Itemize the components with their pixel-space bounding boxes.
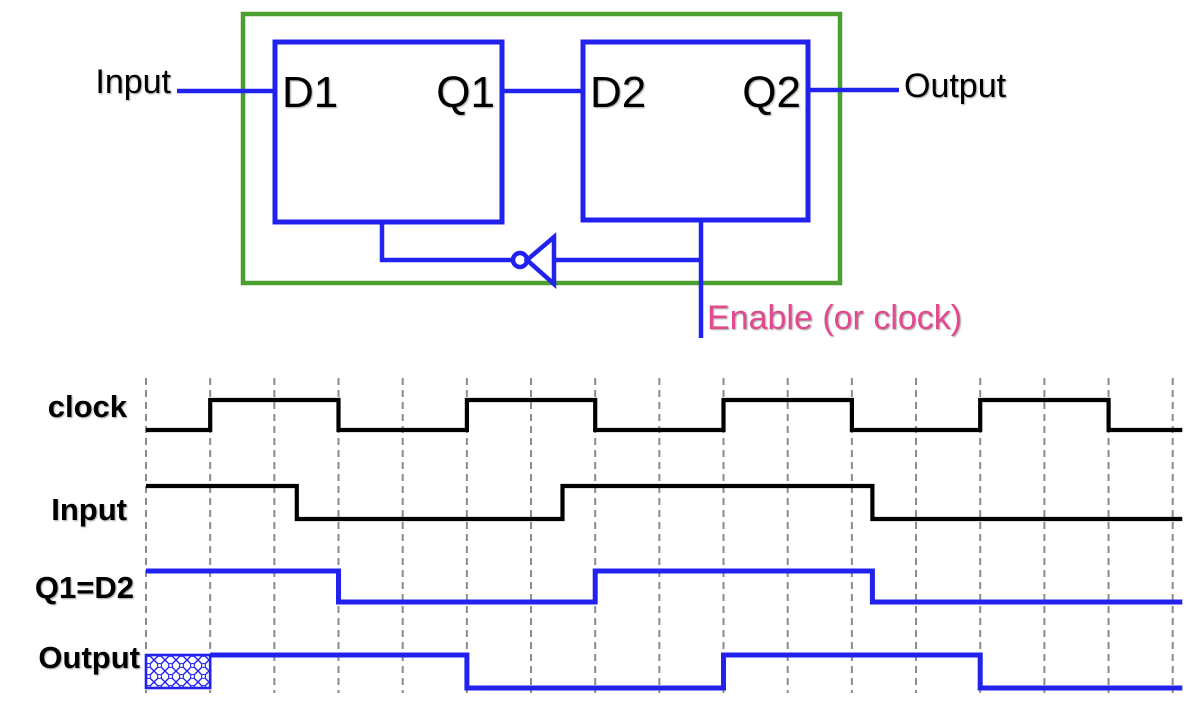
inverter-triangle [523,232,557,290]
circuit-input-label: Input [95,63,171,101]
ff1-box [272,39,505,225]
ff2-q-label: Q2 [742,68,801,117]
ff2-box [580,39,811,223]
waveform-q1-d2 [146,568,1183,605]
signal-label-q1-d2: Q1=D2 [35,570,134,605]
ff2-d-label: D2 [590,68,646,117]
ff1-q-label: Q1 [436,68,495,117]
enable-boundary-box [240,11,843,286]
waveform-input [146,483,1183,522]
circuit-schematic: Input D1 Q1 D2 Q2 Output Enable (or cloc… [95,11,1007,338]
enable-label: Enable (or clock) [707,299,962,337]
signal-label-input: Input [51,492,127,527]
signal-label-clock: clock [48,389,128,424]
waveforms [144,397,1183,691]
circuit-output-label: Output [904,67,1007,105]
ff1-d-label: D1 [282,68,338,117]
signal-label-output: Output [38,640,140,675]
unknown-state-region [144,653,212,690]
time-grid [145,378,1174,693]
waveform-clock [146,397,1183,433]
waveform-output [210,652,1183,691]
timing-diagram: clock Input Q1=D2 Output [35,378,1183,693]
